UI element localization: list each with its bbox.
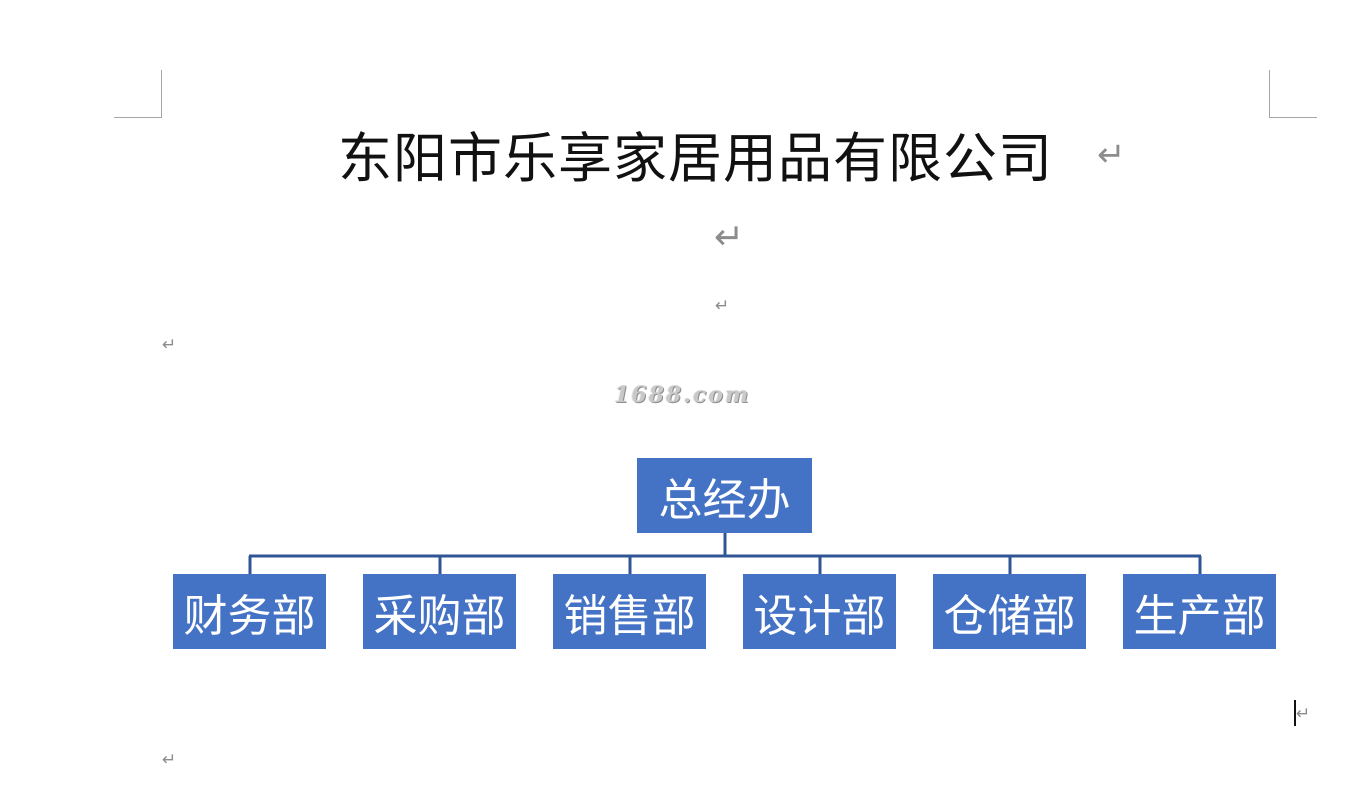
org-node-label: 财务部	[183, 590, 316, 642]
page-corner-mark-top-right	[1269, 117, 1317, 118]
org-node-finance[interactable]: 财务部	[173, 574, 326, 649]
watermark: 1688.com	[614, 382, 751, 408]
org-node-production[interactable]: 生产部	[1123, 574, 1276, 649]
paragraph-mark: ↵	[162, 335, 177, 355]
page-corner-mark-top-left	[114, 117, 162, 118]
org-node-label: 采购部	[373, 590, 506, 642]
org-node-label: 生产部	[1133, 590, 1266, 642]
org-node-purchasing[interactable]: 采购部	[363, 574, 516, 649]
page-corner-mark-top-right	[1269, 70, 1270, 118]
org-node-design[interactable]: 设计部	[743, 574, 896, 649]
paragraph-mark: ↵	[1296, 704, 1311, 724]
page-corner-mark-top-left	[161, 70, 162, 118]
org-node-sales[interactable]: 销售部	[553, 574, 706, 649]
paragraph-mark: ↵	[1097, 135, 1126, 175]
document-title[interactable]: 东阳市乐享家居用品有限公司	[338, 127, 1053, 190]
org-node-label: 设计部	[753, 590, 886, 642]
org-node-root[interactable]: 总经办	[637, 458, 812, 533]
org-node-label: 仓储部	[943, 590, 1076, 642]
paragraph-mark: ↵	[714, 217, 745, 258]
paragraph-mark: ↵	[715, 296, 730, 316]
text-cursor	[1294, 700, 1296, 726]
org-node-label: 总经办	[658, 474, 791, 526]
paragraph-mark: ↵	[162, 750, 177, 770]
org-node-warehouse[interactable]: 仓储部	[933, 574, 1086, 649]
org-node-label: 销售部	[563, 590, 696, 642]
